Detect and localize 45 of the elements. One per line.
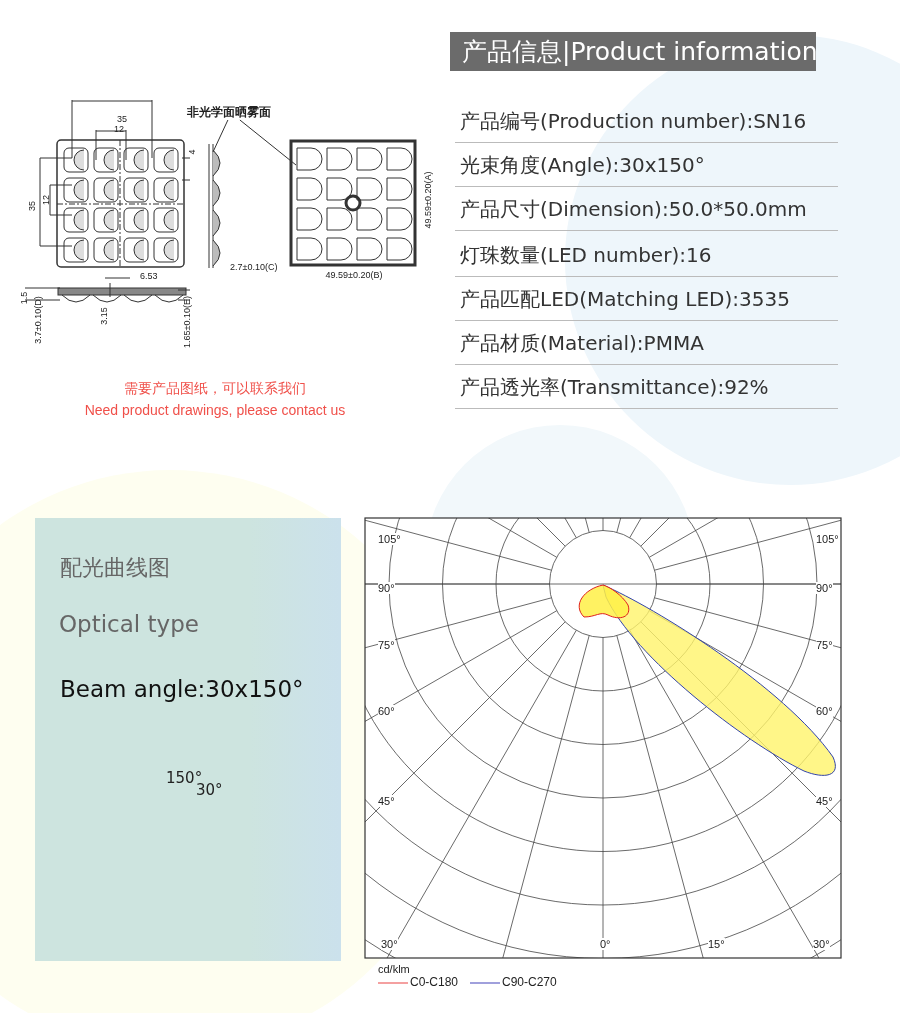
dimension-label: 1.65±0.10(E): [182, 296, 192, 348]
heading-text: Beam angle:30x150°: [60, 676, 304, 702]
legend-label: C90-C270: [502, 975, 557, 989]
axis-label: 105°: [816, 533, 839, 545]
axis-label: 30°: [381, 938, 398, 950]
dimension-label: 35: [27, 201, 37, 211]
legend-label: C0-C180: [410, 975, 459, 989]
dimension-label: 12: [114, 124, 124, 134]
heading-text: Optical type: [59, 611, 199, 637]
axis-label: 45°: [378, 795, 395, 807]
axis-label: 30°: [813, 938, 830, 950]
dimension-label: 35: [117, 114, 127, 124]
section-heading: 产品信息|Product information: [450, 32, 816, 71]
spec-text: 光束角度(Angle):30x150°: [460, 152, 705, 179]
leader-line: [212, 119, 229, 153]
axis-label: 0°: [600, 938, 611, 950]
axis-label: 60°: [378, 705, 395, 717]
axis-label: 75°: [378, 639, 395, 651]
dimension-label: 3.7±0.10(D): [33, 296, 43, 344]
dimension-label: 49.59±0.20(A): [423, 171, 433, 229]
dimension-label: 12: [41, 195, 51, 205]
spec-text: 产品编号(Production number):SN16: [460, 108, 807, 135]
note-text: Need product drawings, please contact us: [84, 402, 346, 418]
unit-label: cd/klm: [378, 963, 410, 975]
heading-text: 配光曲线图: [60, 554, 170, 582]
note-text: 需要产品图纸，可以联系我们: [124, 380, 306, 398]
spec-text: 灯珠数量(LED number):16: [460, 242, 712, 269]
axis-label: 45°: [816, 795, 833, 807]
spec-text: 产品材质(Material):PMMA: [460, 330, 704, 357]
dimension-label: 6.53: [140, 271, 158, 281]
dimension-label: 3.15: [99, 307, 109, 325]
dimension-label: 1.5: [19, 291, 29, 305]
dimension-label: 2.7±0.10(C): [230, 262, 278, 272]
leader-line: [239, 119, 297, 166]
axis-label: 90°: [816, 582, 833, 594]
axis-label: 75°: [816, 639, 833, 651]
spec-text: 产品匹配LED(Matching LED):3535: [460, 286, 790, 313]
axis-label: 90°: [378, 582, 395, 594]
dimension-label: 4: [187, 149, 197, 155]
axis-label: 60°: [816, 705, 833, 717]
axis-label: 105°: [378, 533, 401, 545]
spec-text: 产品尺寸(Dimension):50.0*50.0mm: [460, 196, 807, 223]
spec-text: 产品透光率(Transmittance):92%: [460, 374, 769, 401]
axis-label: 15°: [708, 938, 725, 950]
callout-label: 非光学面晒雾面: [187, 104, 271, 121]
